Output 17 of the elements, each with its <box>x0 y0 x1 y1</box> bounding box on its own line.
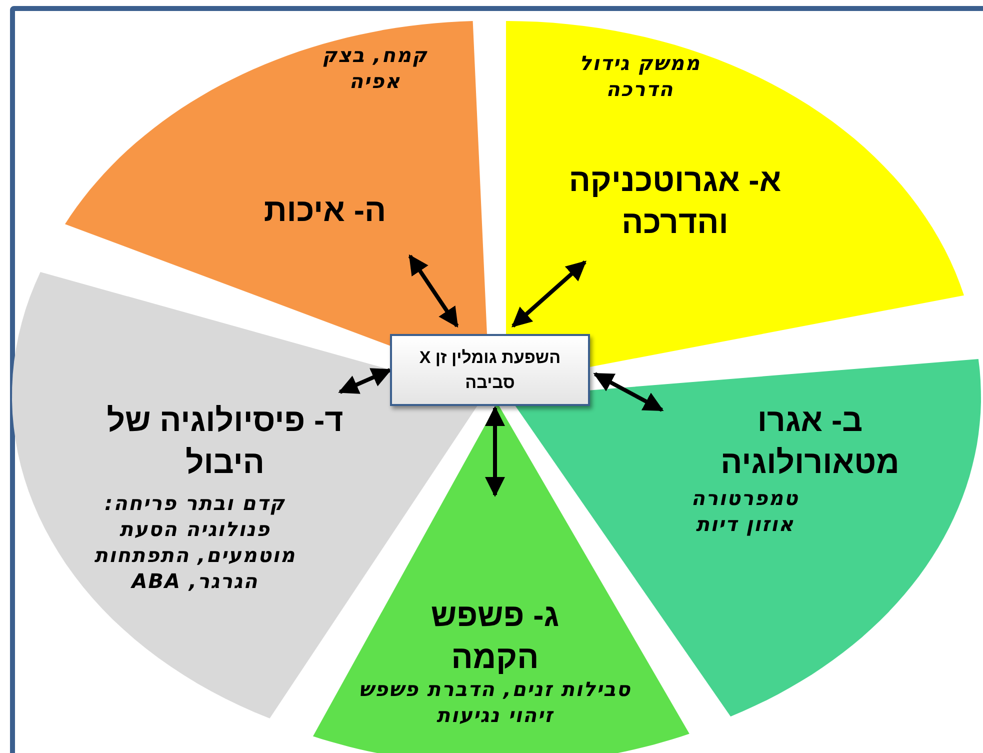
sector-title: ב- אגרו מטאורולוגיה <box>720 400 900 482</box>
sector-details: סבילות זנים, הדברת פשפש זיהוי נגיעות <box>358 676 632 728</box>
double-arrow <box>512 260 586 328</box>
sector-details: קדם ובתר פריחה: פנולוגיה הסעת מוטמעים, התפתחות הגרגר, ABA <box>93 490 297 594</box>
sector-title: ג- פשפש הקמה <box>430 596 560 677</box>
sector-title: ד- פיסיולוגיה של היבול <box>106 400 344 482</box>
center-box <box>390 334 590 406</box>
double-arrow <box>338 368 392 394</box>
sector-details: טמפרטורה אוזון דיות <box>690 484 800 537</box>
sector-title: ה- איכות <box>262 190 388 230</box>
double-arrow <box>593 372 664 412</box>
sector-details: קמח, בצק אפיה <box>321 42 429 94</box>
center-label: השפעת גומלין זן X סביבה <box>418 346 562 394</box>
double-arrow <box>408 254 459 328</box>
double-arrow <box>485 406 505 497</box>
sector-title: א- אגרוטכניקה והדרכה <box>568 160 782 242</box>
sector-details: ממשק גידול הדרכה <box>578 50 702 102</box>
